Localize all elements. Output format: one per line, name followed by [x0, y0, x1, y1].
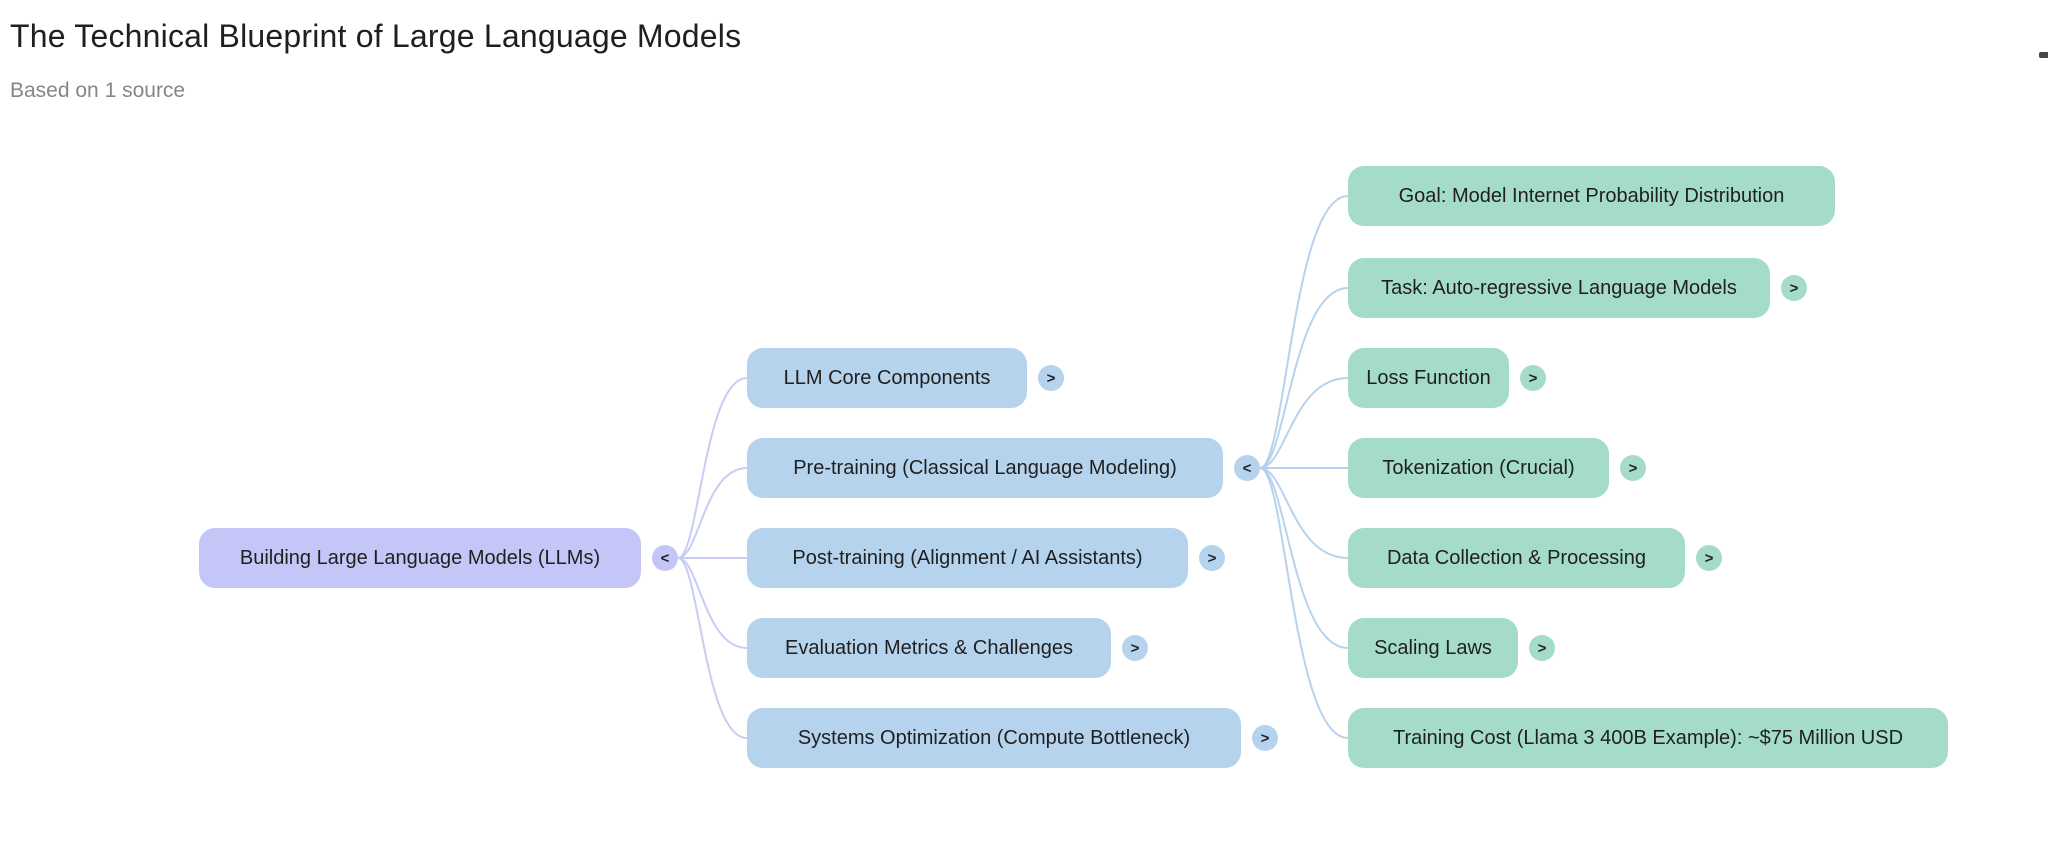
node-llm-core-components[interactable]: LLM Core Components: [747, 348, 1027, 408]
node-training-cost[interactable]: Training Cost (Llama 3 400B Example): ~$…: [1348, 708, 1948, 768]
node-building-llms[interactable]: Building Large Language Models (LLMs): [199, 528, 641, 588]
expand-button-loss-function[interactable]: >: [1520, 365, 1546, 391]
expand-button-data-collection[interactable]: >: [1696, 545, 1722, 571]
node-post-training[interactable]: Post-training (Alignment / AI Assistants…: [747, 528, 1188, 588]
expand-button-llm-core-components[interactable]: >: [1038, 365, 1064, 391]
branch-leaf-edges: [1259, 195, 1349, 739]
node-loss-function[interactable]: Loss Function: [1348, 348, 1509, 408]
root-branch-edges: [677, 377, 748, 739]
source-count-label: Based on 1 source: [10, 79, 186, 102]
expand-button-systems-optimization[interactable]: >: [1252, 725, 1278, 751]
node-task-autoregressive[interactable]: Task: Auto-regressive Language Models: [1348, 258, 1770, 318]
node-evaluation-metrics[interactable]: Evaluation Metrics & Challenges: [747, 618, 1111, 678]
collapse-button-building-llms[interactable]: <: [652, 545, 678, 571]
node-systems-optimization[interactable]: Systems Optimization (Compute Bottleneck…: [747, 708, 1241, 768]
page-title: The Technical Blueprint of Large Languag…: [10, 18, 742, 54]
collapse-button-pre-training[interactable]: <: [1234, 455, 1260, 481]
node-pre-training[interactable]: Pre-training (Classical Language Modelin…: [747, 438, 1223, 498]
node-data-collection[interactable]: Data Collection & Processing: [1348, 528, 1685, 588]
expand-button-scaling-laws[interactable]: >: [1529, 635, 1555, 661]
clipped-edge-icon: [2039, 52, 2048, 58]
expand-button-evaluation-metrics[interactable]: >: [1122, 635, 1148, 661]
node-goal-probability-distribution[interactable]: Goal: Model Internet Probability Distrib…: [1348, 166, 1835, 226]
expand-button-tokenization[interactable]: >: [1620, 455, 1646, 481]
expand-button-task-autoregressive[interactable]: >: [1781, 275, 1807, 301]
expand-button-post-training[interactable]: >: [1199, 545, 1225, 571]
node-scaling-laws[interactable]: Scaling Laws: [1348, 618, 1518, 678]
node-tokenization[interactable]: Tokenization (Crucial): [1348, 438, 1609, 498]
